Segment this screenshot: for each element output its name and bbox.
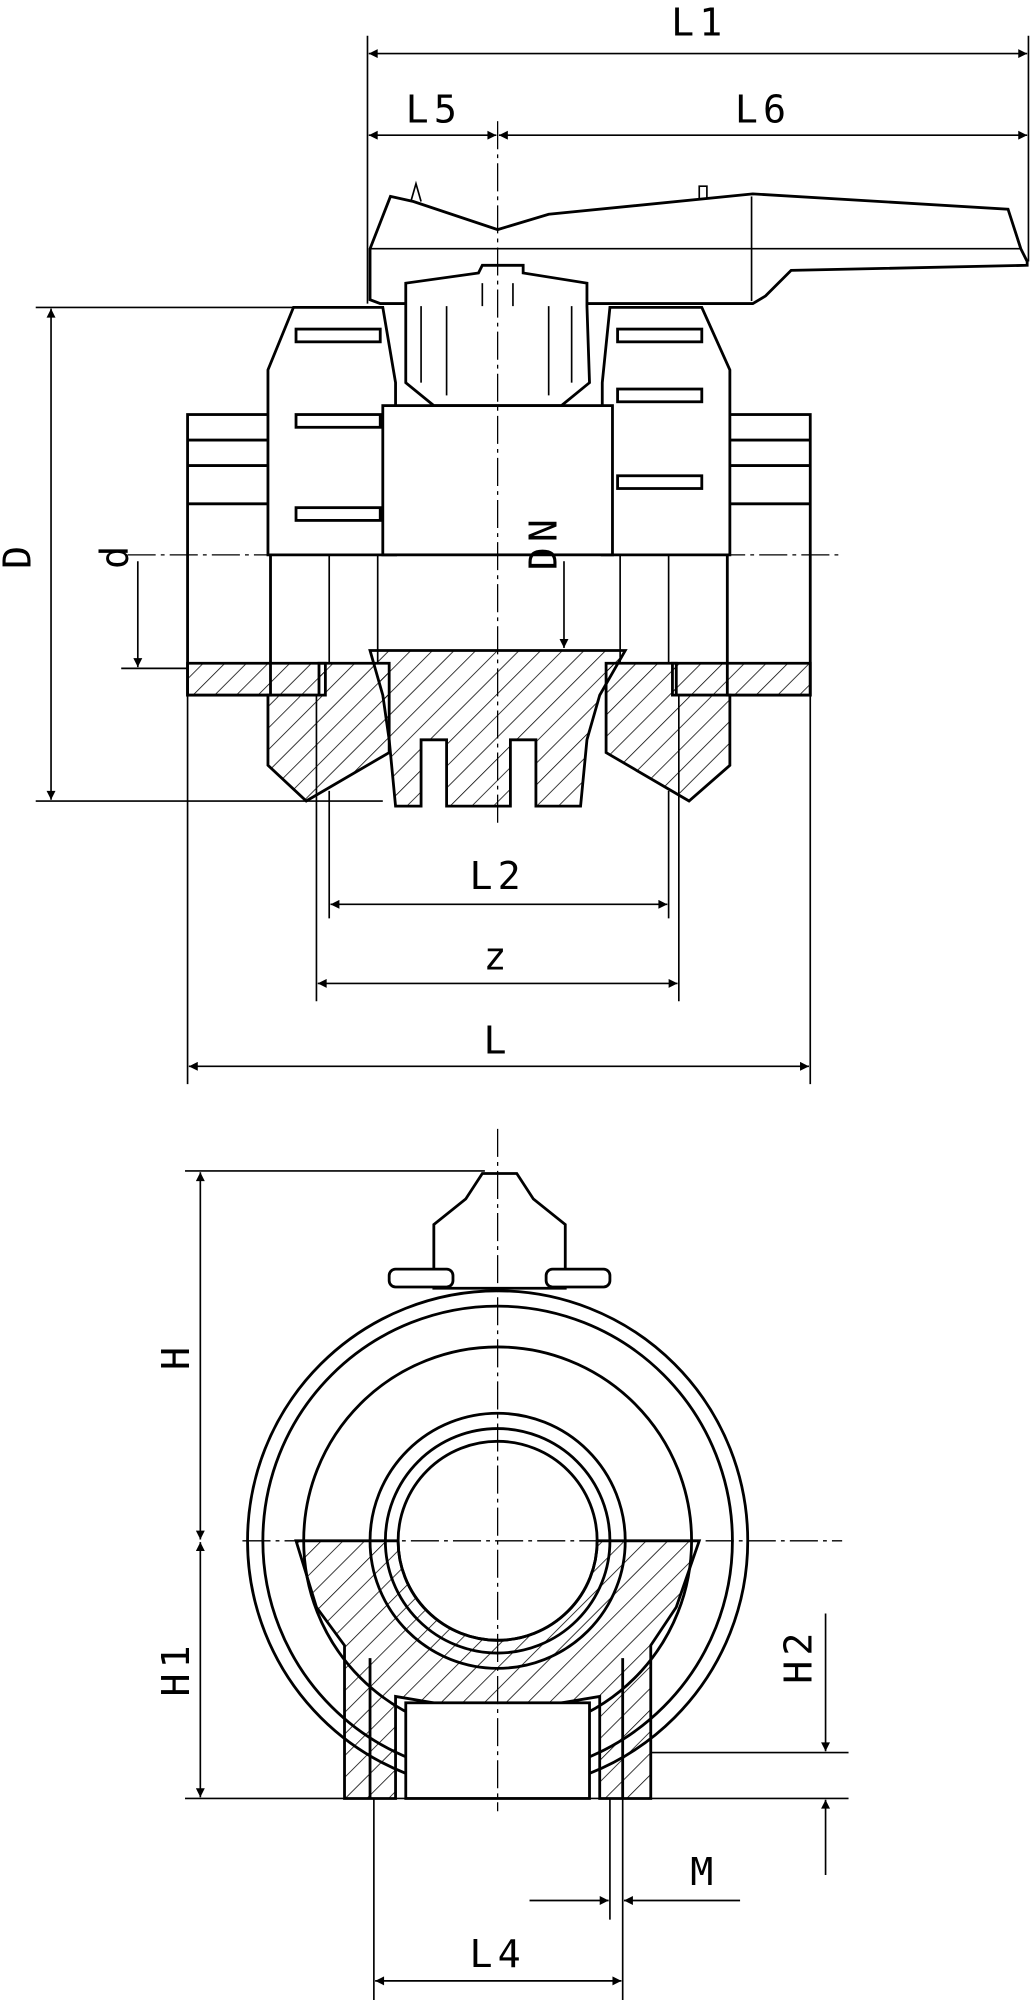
label-H2: H2 xyxy=(777,1627,822,1683)
end-view xyxy=(242,1128,843,1812)
label-D: D xyxy=(0,541,41,569)
dim-L2: L2 xyxy=(330,854,668,909)
left-lug xyxy=(387,1267,455,1289)
dim-L1: L1 xyxy=(368,1,1028,59)
dim-L5: L5 xyxy=(368,87,497,140)
label-DN: DN xyxy=(521,514,566,570)
right-end-section xyxy=(671,661,812,697)
label-M: M xyxy=(690,1850,718,1895)
label-L6: L6 xyxy=(735,87,791,132)
dim-d: d xyxy=(93,541,143,668)
label-L: L xyxy=(484,1019,512,1064)
dim-H2: H2 xyxy=(777,1613,831,1875)
dim-H1: H1 xyxy=(154,1542,205,1798)
label-L4: L4 xyxy=(469,1932,525,1977)
union-nut-ribs xyxy=(294,327,704,522)
right-union-nut xyxy=(600,305,732,557)
right-nut-section xyxy=(604,661,732,803)
dim-L: L xyxy=(188,1019,809,1071)
label-z: z xyxy=(484,934,512,979)
label-L5: L5 xyxy=(406,87,462,132)
label-H1: H1 xyxy=(154,1640,199,1696)
dim-L6: L6 xyxy=(498,87,1028,140)
dim-z: z xyxy=(317,934,678,988)
label-d: d xyxy=(93,541,138,569)
label-L1: L1 xyxy=(671,1,727,46)
pipe-end-ribs xyxy=(187,438,811,506)
dim-DN: DN xyxy=(521,514,569,648)
end-view-bonnet xyxy=(432,1172,567,1290)
left-union-nut xyxy=(266,305,397,557)
label-H: H xyxy=(154,1342,199,1370)
dim-D: D xyxy=(0,308,56,800)
right-lug xyxy=(544,1267,612,1289)
dim-H: H xyxy=(154,1172,205,1540)
side-view xyxy=(127,121,1029,823)
left-end-section xyxy=(186,661,327,697)
dim-M: M xyxy=(529,1850,741,1905)
label-L2: L2 xyxy=(469,854,525,899)
dim-L4: L4 xyxy=(375,1932,622,1986)
